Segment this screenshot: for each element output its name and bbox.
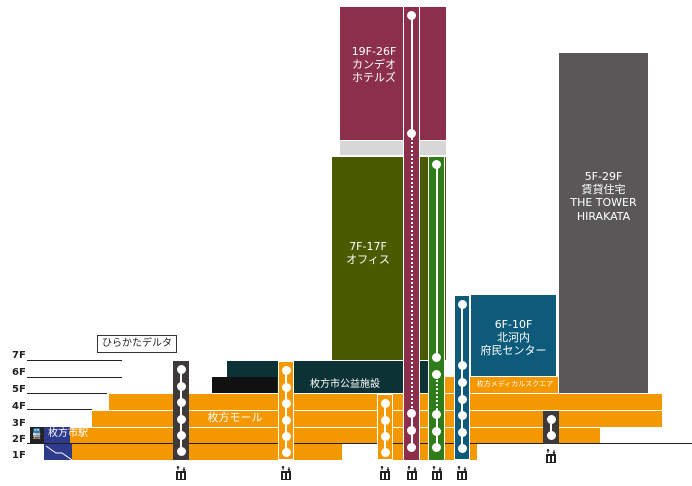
floor-line-5f (27, 393, 107, 394)
elevator-3 (377, 394, 393, 460)
elevator-icon-5 (432, 464, 442, 480)
mall-floor-1f-east (377, 444, 477, 460)
kitakawachi-block (471, 295, 556, 376)
office-block (332, 157, 446, 360)
elevator-icon-4 (407, 464, 417, 480)
elevator-icon-7 (546, 447, 556, 463)
floor-line-7f (27, 360, 122, 361)
office-floors: 7F-17F (349, 240, 387, 253)
elevator-6 (454, 295, 470, 460)
kitakawachi-name-2: 府民センター (480, 344, 547, 358)
elevator-icon-3 (380, 464, 390, 480)
tower-label: 5F-29F 賃貸住宅 THE TOWER HIRAKATA (559, 170, 648, 223)
mall-floor-1f (72, 444, 342, 460)
tower-name-2: THE TOWER (570, 196, 637, 210)
elevator-icon-1 (176, 464, 186, 480)
hotel-label: 19F-26F カンデオ ホテルズ (342, 45, 406, 85)
hotel-name-2: ホテルズ (352, 71, 396, 85)
floor-label-6f: 6F (12, 367, 26, 378)
kitakawachi-floors: 6F-10F (494, 318, 533, 331)
station-underground (44, 444, 72, 460)
mall-floor-2f (70, 428, 600, 443)
floor-label-4f: 4F (12, 401, 26, 412)
gray-gap (340, 141, 446, 155)
floor-label-2f: 2F (12, 434, 26, 445)
tower-name-3: HIRAKATA (576, 209, 631, 223)
kitakawachi-name-1: 北河内 (497, 331, 530, 345)
floor-label-1f: 1F (12, 450, 26, 461)
floor-line-6f (27, 377, 122, 378)
ground-line (27, 443, 692, 444)
elevator-7 (543, 411, 559, 444)
elevator-icon-2 (281, 464, 291, 480)
mall-label: 枚方モール (207, 411, 263, 424)
tower-floors: 5F-29F (584, 170, 623, 183)
public-facility-label: 枚方市公益施設 (310, 379, 380, 390)
tower-block (559, 53, 648, 393)
kitakawachi-label: 6F-10F 北河内 府民センター (471, 318, 556, 358)
elevator-5 (428, 157, 445, 460)
floor-label-5f: 5F (12, 384, 26, 395)
black-block-5f (212, 377, 277, 393)
stair-line-icon (45, 445, 72, 460)
delta-title-box: ひらかたデルタ (97, 335, 177, 353)
tower-name: 賃貸住宅 (581, 183, 626, 197)
elevator-2 (278, 361, 294, 460)
train-icon: 🚆 (30, 427, 44, 443)
floor-label-7f: 7F (12, 350, 26, 361)
office-label: 7F-17F オフィス (332, 240, 404, 266)
elevator-1 (173, 361, 189, 460)
office-name: オフィス (346, 253, 390, 267)
station-label: 枚方市駅 (48, 428, 88, 439)
elevator-4 (403, 7, 420, 460)
hotel-name-1: カンデオ (352, 58, 396, 72)
hotel-floors: 19F-26F (351, 45, 397, 58)
hotel-block (340, 7, 446, 140)
medical-label: 枚方メディカルスクエア (476, 380, 554, 388)
floor-line-4f (27, 409, 92, 410)
elevator-icon-6 (457, 464, 467, 480)
floor-label-3f: 3F (12, 418, 26, 429)
